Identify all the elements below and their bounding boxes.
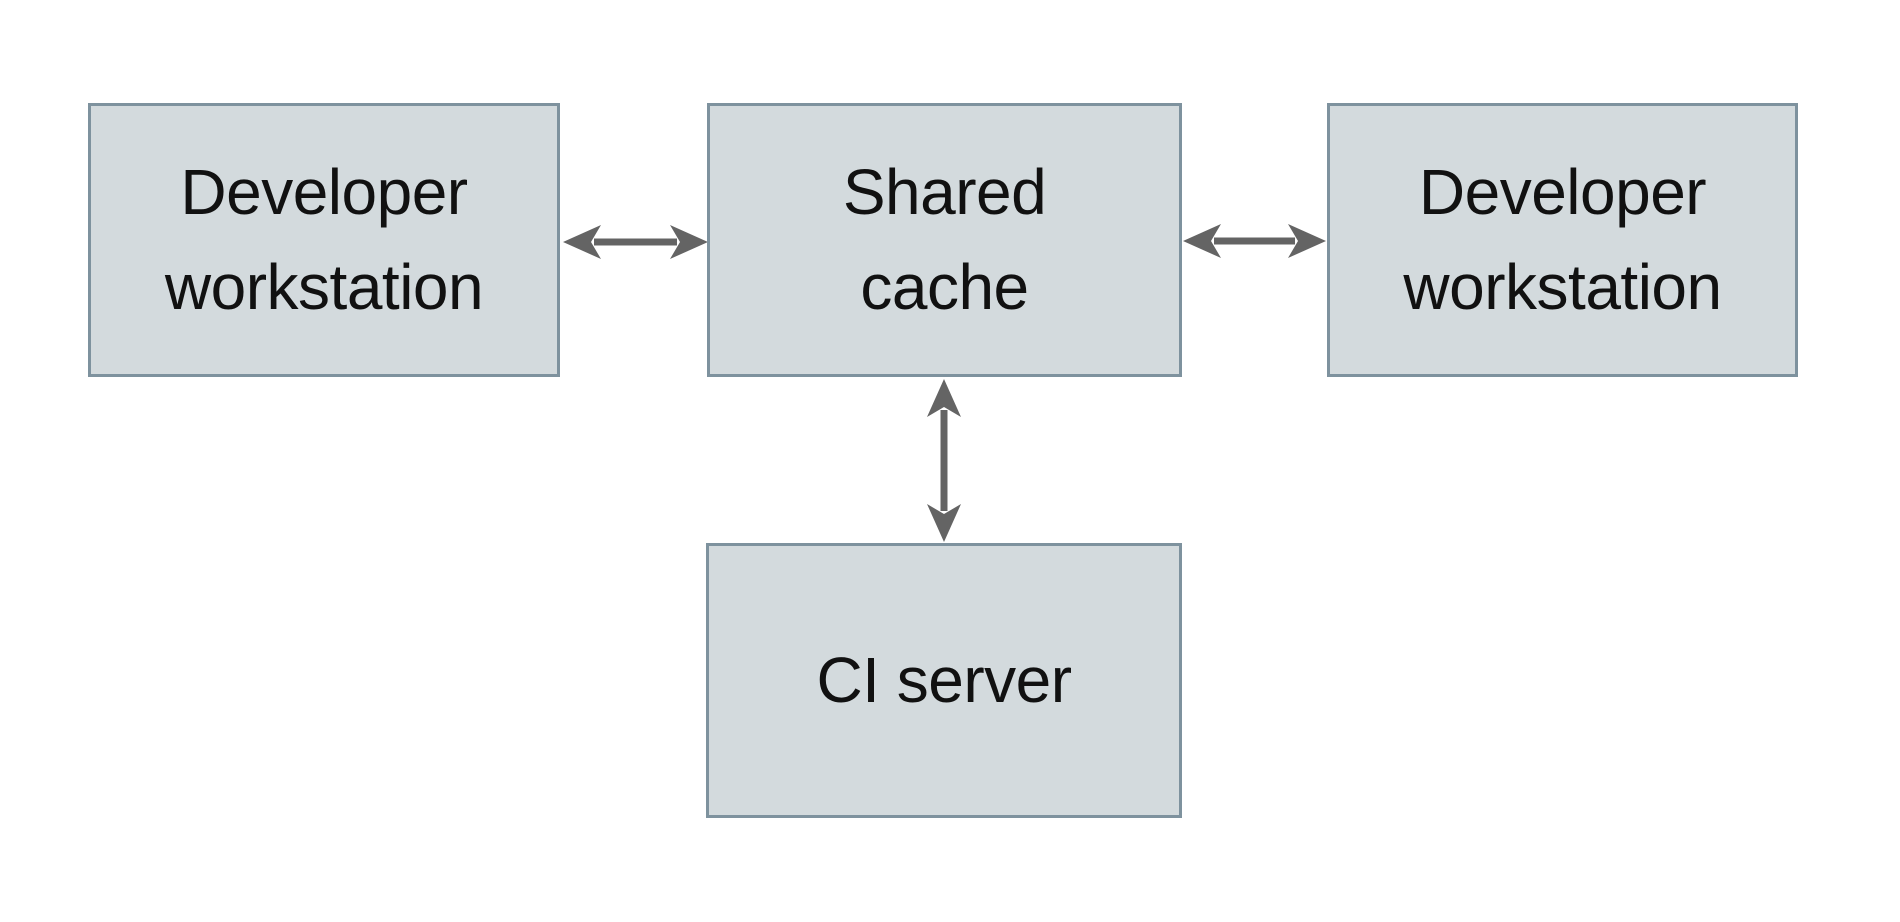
node-label: CI server: [816, 644, 1072, 717]
node-label: Shared cache: [842, 156, 1047, 323]
arrow-cache-workstation-right: [1183, 224, 1326, 258]
node-ci-server: CI server: [706, 543, 1182, 818]
node-shared-cache: Shared cache: [707, 103, 1182, 377]
node-label: Developer workstation: [1403, 156, 1722, 323]
node-label: Developer workstation: [164, 156, 484, 323]
node-developer-workstation-right: Developer workstation: [1327, 103, 1798, 377]
arrow-cache-ci-server: [927, 379, 961, 542]
arrow-workstation-left-cache: [563, 225, 708, 259]
node-developer-workstation-left: Developer workstation: [88, 103, 560, 377]
